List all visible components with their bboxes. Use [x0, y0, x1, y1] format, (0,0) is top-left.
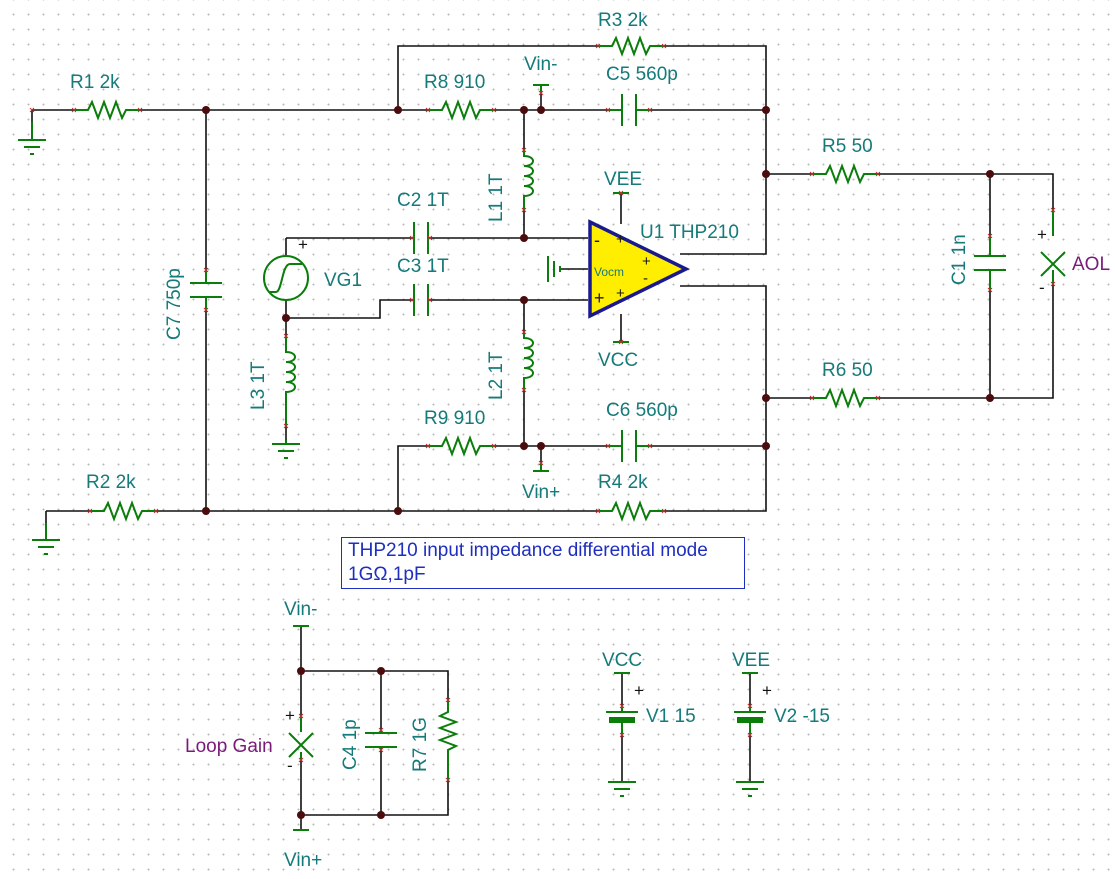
net-label-vin-minus-bottom: Vin- — [284, 599, 317, 620]
sign-opamp-in-minus: - — [594, 230, 600, 250]
label-c3: C3 1T — [397, 256, 449, 277]
battery-v1 — [606, 706, 638, 735]
sign-opamp-out-minus: - — [643, 270, 648, 287]
capacitor-c1 — [974, 236, 1006, 290]
capacitor-c3 — [412, 284, 430, 316]
resistor-r5 — [812, 163, 878, 185]
note-line-2: 1GΩ,1pF — [348, 564, 426, 585]
label-l1: L1 1T — [486, 173, 507, 222]
pin-markers — [29, 43, 1056, 783]
label-c6: C6 560p — [606, 400, 678, 421]
label-c4: C4 1p — [340, 719, 361, 770]
label-v2: V2 -15 — [774, 706, 830, 727]
sign-opamp-out-plus: + — [642, 253, 651, 270]
opamp-u1 — [588, 219, 690, 319]
sign-opamp-in-plus: + — [594, 288, 605, 308]
label-r2: R2 2k — [86, 472, 136, 493]
label-r6: R6 50 — [822, 360, 873, 381]
capacitors — [190, 94, 1006, 750]
probe-loop-gain — [288, 716, 314, 760]
resistor-r4 — [598, 500, 664, 522]
net-label-vin-plus-bottom: Vin+ — [284, 850, 322, 871]
sign-loopgain-plus: + — [285, 706, 295, 725]
net-label-vin-plus-mid: Vin+ — [522, 482, 560, 503]
inductor-l2 — [523, 332, 534, 390]
net-label-vee-supply: VEE — [732, 650, 770, 671]
sign-aol-plus: + — [1037, 225, 1047, 244]
label-r5: R5 50 — [822, 136, 873, 157]
net-labels: Vin- Vin+ VEE VCC Vin- Vin+ VCC VEE AOL … — [185, 54, 1110, 871]
resistors — [74, 35, 878, 780]
net-label-vcc-supply: VCC — [602, 650, 642, 671]
resistor-r2 — [90, 500, 156, 522]
probe-aol — [1040, 210, 1066, 284]
net-label-vcc-opamp: VCC — [598, 350, 638, 371]
battery-v2 — [734, 706, 766, 735]
label-vocm: Vocm — [594, 265, 624, 279]
label-r7: R7 1G — [410, 717, 431, 772]
inductor-l1 — [523, 150, 534, 210]
wires — [31, 45, 1054, 830]
net-label-vee-opamp: VEE — [604, 169, 642, 190]
label-r3: R3 2k — [598, 10, 648, 31]
sign-loopgain-minus: - — [287, 756, 293, 775]
resistor-r8 — [428, 99, 494, 121]
label-c7: C7 750p — [164, 268, 185, 340]
polarity-signs: + + - + - + + - + + - + + — [285, 225, 1047, 775]
label-l3: L3 1T — [248, 361, 269, 410]
capacitor-c4 — [365, 730, 397, 750]
label-vg1: VG1 — [324, 270, 362, 291]
note-line-1: THP210 input impedance differential mode — [348, 540, 708, 561]
capacitor-c7 — [190, 270, 222, 310]
capacitor-c2 — [412, 222, 430, 254]
label-l2: L2 1T — [486, 351, 507, 400]
resistor-r9 — [428, 435, 494, 457]
sign-v2-plus: + — [762, 681, 772, 700]
net-label-vin-minus-top: Vin- — [524, 54, 557, 75]
sign-vg1-plus: + — [298, 235, 308, 254]
resistor-r7 — [437, 700, 459, 780]
resistor-r3 — [598, 35, 664, 57]
label-c2: C2 1T — [397, 190, 449, 211]
net-tags — [293, 84, 758, 831]
capacitor-c6 — [608, 430, 650, 462]
capacitor-c5 — [608, 94, 650, 126]
probe-label-loop-gain: Loop Gain — [185, 736, 273, 757]
label-r1: R1 2k — [70, 72, 120, 93]
probe-label-aol: AOL — [1072, 254, 1110, 275]
label-r9: R9 910 — [424, 408, 485, 429]
resistor-r1 — [74, 99, 140, 121]
label-r8: R8 910 — [424, 72, 485, 93]
impedance-note-box: THP210 input impedance differential mode… — [341, 537, 745, 589]
inductor-l3 — [285, 336, 296, 426]
sign-opamp-vcc-plus: + — [616, 285, 625, 302]
junction-dots — [202, 106, 994, 819]
resistor-r6 — [812, 387, 878, 409]
ground-symbols — [18, 122, 764, 797]
inductors — [285, 150, 534, 426]
label-c5: C5 560p — [606, 64, 678, 85]
label-r4: R4 2k — [598, 472, 648, 493]
component-labels: R1 2k R8 910 R3 2k C5 560p R5 50 R6 50 R… — [70, 10, 970, 772]
label-u1: U1 THP210 — [640, 222, 739, 243]
sign-v1-plus: + — [634, 681, 644, 700]
sign-opamp-vee-plus: + — [616, 231, 625, 248]
sign-aol-minus: - — [1039, 278, 1045, 297]
label-v1: V1 15 — [646, 706, 696, 727]
label-c1: C1 1n — [949, 234, 970, 285]
signal-generator-vg1 — [263, 255, 309, 301]
